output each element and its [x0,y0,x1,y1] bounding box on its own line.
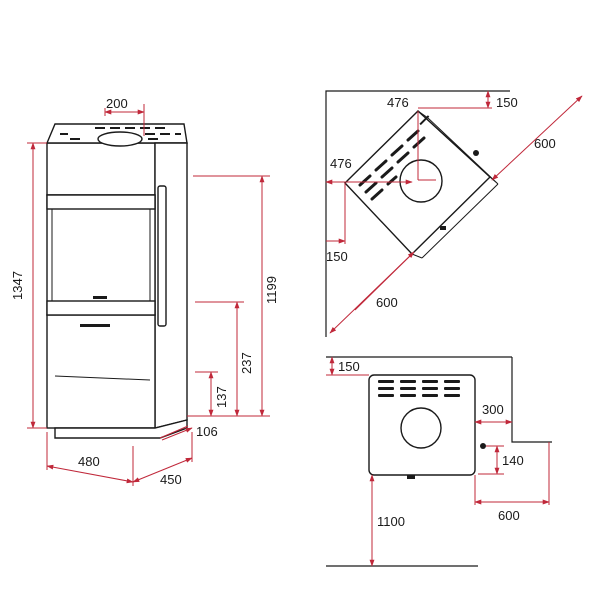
wall-rear-clearance-label: 150 [338,359,360,374]
wall-flue [400,407,442,449]
wall-side-distance-label: 600 [498,508,520,523]
stove-upper-band [46,194,156,210]
depth-label: 450 [160,472,182,487]
side-wall [511,357,552,443]
wall-vent-slots [378,380,460,397]
flue-diameter-label: 200 [106,96,128,111]
corner-flue [399,159,443,203]
stove-logo [93,296,107,299]
corner-walls [325,90,510,337]
corner-slots [419,115,430,126]
wall-connection-point [480,443,486,449]
top-plate-slots [60,127,181,140]
front-view: 200 1347 1199 237 137 106 480 450 [10,96,279,487]
total-height-label: 1347 [10,271,25,300]
wall-side-clearance-label: 300 [482,402,504,417]
corner-view: 476 150 476 150 600 600 [325,90,583,337]
width-label: 480 [78,454,100,469]
connection-height-label: 1199 [264,276,279,304]
corner-wall-clearance-left-label: 600 [376,295,398,310]
corner-wall-clearance-right-label: 600 [534,136,556,151]
corner-side-offset-left-small-label: 150 [326,249,348,264]
stove-middle-section [46,194,156,316]
base-offset-label: 106 [196,424,218,439]
inlet-height-a-label: 237 [239,352,254,374]
wall-front-clearance-label: 1100 [377,514,405,529]
wall-view: 150 300 140 600 1100 [326,356,552,567]
door-handle [157,185,167,327]
flue-outlet [97,131,143,147]
stove-lower-section [46,314,156,429]
corner-vent-slots [358,129,426,201]
inlet-height-b-label: 137 [214,386,229,408]
corner-rear-offset-top-label: 476 [387,95,409,110]
corner-side-offset-left-label: 476 [330,156,352,171]
stove-ash-slot [80,324,110,327]
corner-rear-offset-top-small-label: 150 [496,95,518,110]
stove-top-section [46,142,156,196]
stove-lower-band [46,300,156,316]
corner-connection-point [473,150,479,156]
wall-connection-offset-label: 140 [502,453,524,468]
